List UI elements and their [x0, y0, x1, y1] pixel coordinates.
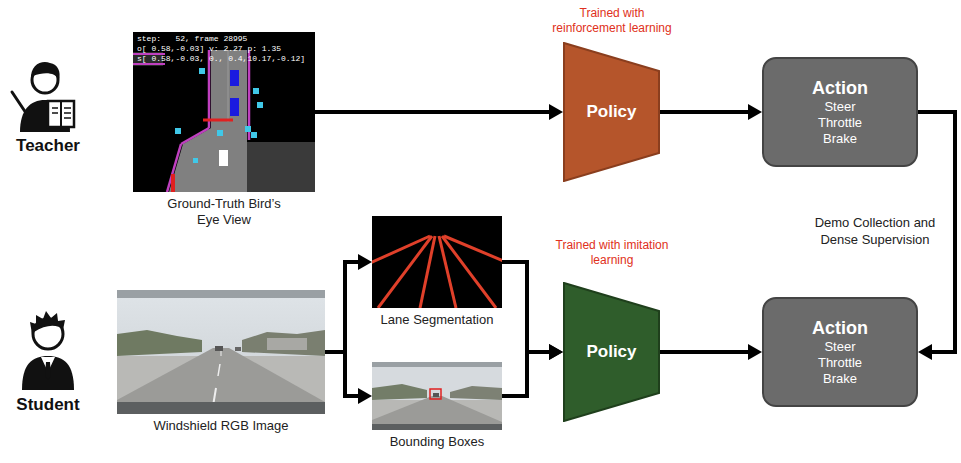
arrow-connector	[660, 104, 762, 120]
image-caption: Windshield RGB Image	[117, 418, 325, 434]
rgb-image-panel: Windshield RGB Image	[117, 290, 325, 434]
connector-line	[325, 352, 360, 396]
arrow-connector	[325, 254, 372, 352]
image-illustration	[372, 362, 502, 430]
connector-line	[502, 352, 551, 396]
image-illustration	[372, 216, 502, 308]
arrow-connector	[660, 344, 762, 360]
connector-line	[315, 110, 551, 114]
training-note: Trained with reinforcement learning	[542, 6, 682, 36]
action-title: Action	[812, 77, 868, 99]
connector-line	[660, 110, 750, 114]
overlay-text: o[ 0.58,-0.03] v: 2.27 p: 1.35	[137, 44, 281, 54]
action-box: ActionSteer Throttle Brake	[762, 297, 918, 407]
overlay-text: s[ 0.58,-0.03, 0., 0.4,10.17,-0.12]	[137, 54, 305, 64]
edge-label: Demo Collection and Dense Supervision	[800, 214, 950, 248]
arrow-head	[918, 344, 932, 360]
role-label: Student	[8, 395, 88, 415]
teacher-policy-trapezoid: Policy	[563, 42, 660, 182]
trapezoid-fill	[564, 43, 659, 181]
policy-label: Policy	[586, 102, 636, 122]
action-box: ActionSteer Throttle Brake	[762, 57, 918, 167]
connector-line	[325, 262, 360, 352]
training-note: Trained with imitation learning	[542, 238, 682, 268]
image-illustration	[117, 290, 325, 414]
policy-label: Policy	[586, 342, 636, 362]
action-title: Action	[812, 317, 868, 339]
arrow-connector	[502, 344, 563, 396]
arrow-head	[549, 344, 563, 360]
arrow-connector	[325, 352, 372, 404]
arrow-head	[748, 104, 762, 120]
overlay-text: step: 52, frame 28995	[137, 34, 247, 44]
arrow-head	[358, 254, 372, 270]
action-list: Steer Throttle Brake	[808, 99, 872, 147]
arrow-head	[549, 104, 563, 120]
arrow-head	[549, 344, 563, 360]
connector-line	[660, 350, 750, 354]
lane-image-panel: Lane Segmentation	[372, 216, 502, 328]
image-caption: Bounding Boxes	[372, 434, 502, 450]
arrow-connector	[315, 104, 563, 120]
student-policy-trapezoid: Policy	[563, 282, 660, 422]
image-caption: Lane Segmentation	[372, 312, 502, 328]
arrow-connector	[502, 262, 563, 360]
connector-line	[502, 262, 551, 352]
action-list: Steer Throttle Brake	[808, 339, 872, 387]
student-icon	[22, 311, 74, 390]
arrow-head	[358, 388, 372, 404]
teacher-icon	[12, 62, 74, 132]
bbox-image-panel: Bounding Boxes	[372, 362, 502, 450]
arrow-head	[748, 344, 762, 360]
trapezoid-fill	[564, 283, 659, 421]
role-label: Teacher	[8, 136, 88, 156]
image-caption: Ground-Truth Bird’s Eye View	[159, 196, 289, 228]
